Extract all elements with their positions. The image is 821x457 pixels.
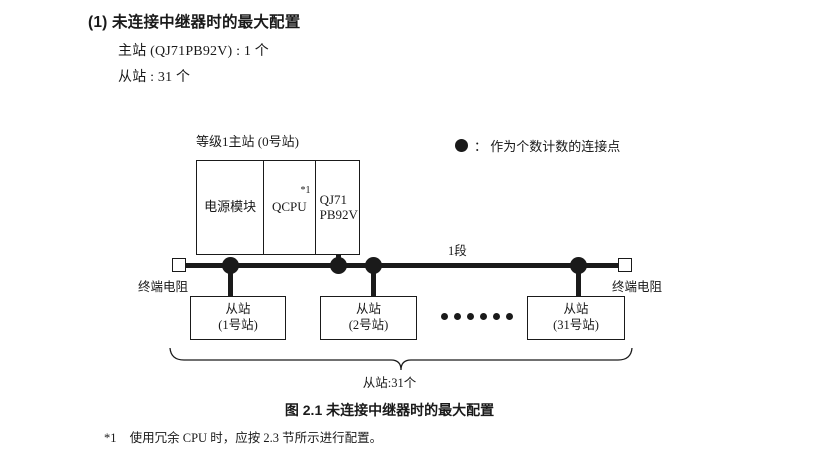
ellipsis-dot	[480, 313, 487, 320]
slave-station-name: 从站	[225, 302, 251, 317]
slave-station-box: 从站 (2号站)	[320, 296, 417, 340]
filled-circle-icon	[455, 139, 468, 152]
master-station-box: 电源模块 QCPU *1 QJ71 PB92V	[196, 160, 360, 255]
ellipsis-dot	[441, 313, 448, 320]
bus-line	[179, 263, 625, 268]
slave-station-name: 从站	[563, 302, 589, 317]
terminator-right-icon	[618, 258, 632, 272]
master-station-caption: 等级1主站 (0号站)	[196, 134, 299, 149]
segment-label: 1段	[448, 244, 467, 258]
power-supply-module-label: 电源模块	[204, 199, 257, 215]
spec-slave-station: 从站 : 31 个	[118, 70, 191, 85]
power-supply-module-cell: 电源模块	[197, 161, 265, 254]
slave-station-number: (2号站)	[348, 318, 389, 332]
cpu-footnote-mark: *1	[300, 185, 311, 196]
ellipsis-dot	[454, 313, 461, 320]
terminator-left-icon	[172, 258, 186, 272]
ellipsis-dot	[493, 313, 500, 320]
figure-caption: 图 2.1 未连接中继器时的最大配置	[284, 402, 495, 418]
footnote-mark: *1	[104, 431, 117, 445]
bus-node-master	[330, 257, 347, 274]
slave-station-number: (1号站)	[218, 318, 258, 332]
footnote-text: 使用冗余 CPU 时，应按 2.3 节所示进行配置。	[129, 431, 383, 445]
cpu-module-cell: QCPU *1	[264, 161, 316, 254]
ellipsis-dot	[467, 313, 474, 320]
slave-station-number: (31号站)	[553, 318, 599, 332]
slave-31-drop-line	[576, 266, 581, 297]
terminator-left-label: 终端电阻	[138, 280, 189, 294]
terminator-right-label: 终端电阻	[612, 280, 663, 294]
ellipsis-dots-icon	[441, 313, 513, 320]
ellipsis-dot	[506, 313, 513, 320]
slave-2-drop-line	[371, 266, 376, 297]
legend: ： 作为个数计数的连接点	[455, 136, 620, 155]
slave-station-box: 从站 (31号站)	[527, 296, 625, 340]
slave-station-name: 从站	[355, 302, 381, 317]
slave-group-brace	[169, 347, 633, 371]
bus-node-slave-1	[222, 257, 239, 274]
spec-master-station: 主站 (QJ71PB92V) : 1 个	[118, 44, 270, 59]
page-title: (1) 未连接中继器时的最大配置	[88, 14, 301, 31]
cpu-module-label: QCPU	[271, 199, 307, 215]
network-module-cell: QJ71 PB92V	[316, 161, 359, 254]
network-module-label-line2: PB92V	[319, 206, 358, 222]
slave-total-label: 从站:31个	[362, 376, 417, 390]
legend-label: ： 作为个数计数的连接点	[474, 139, 621, 154]
bus-node-slave-31	[570, 257, 587, 274]
slave-1-drop-line	[228, 266, 233, 297]
slave-station-box: 从站 (1号站)	[190, 296, 286, 340]
bus-node-slave-2	[365, 257, 382, 274]
network-module-label-line1: QJ71	[319, 191, 348, 207]
footnote: *1 使用冗余 CPU 时，应按 2.3 节所示进行配置。	[104, 427, 382, 446]
